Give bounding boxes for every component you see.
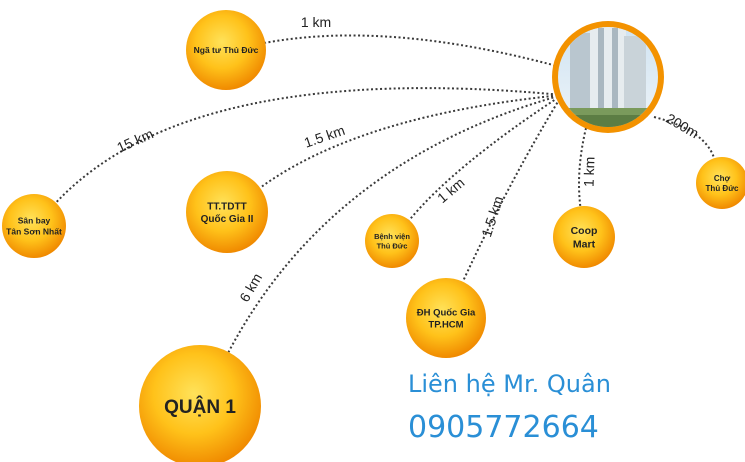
connection-line-cho-thu-duc (653, 116, 716, 159)
contact-name: Liên hệ Mr. Quân (408, 370, 611, 398)
connection-line-san-bay (55, 87, 563, 204)
distance-label-dh-quoc-gia: 1.5 km (478, 194, 506, 239)
connection-line-dh-quoc-gia (461, 94, 563, 283)
location-circle-dh-quoc-gia (406, 278, 486, 358)
contact-phone[interactable]: 0905772664 (408, 410, 599, 445)
distance-label-quan-1: 6 km (236, 270, 265, 304)
connection-line-quan-1 (227, 94, 563, 353)
distance-label-benh-vien: 1 km (434, 174, 468, 206)
location-circle-tt-tdtt (186, 171, 268, 253)
location-name-cho-thu-duc: Chợ (714, 174, 731, 183)
location-node-quan-1: QUẬN 1 (139, 345, 261, 462)
distance-label-san-bay: 15 km (114, 125, 155, 155)
location-circle-benh-vien (365, 214, 419, 268)
connection-line-benh-vien (408, 94, 563, 221)
location-name-nga-tu-thu-duc: Ngã tư Thủ Đức (194, 45, 259, 55)
location-name-benh-vien: Thủ Đức (377, 241, 408, 250)
location-name-benh-vien: Bệnh viện (374, 232, 410, 241)
location-name-tt-tdtt: TT.TDTT (207, 201, 246, 212)
location-circle-san-bay (2, 194, 66, 258)
connection-line-nga-tu-thu-duc (265, 34, 565, 69)
location-name-dh-quoc-gia: TP.HCM (428, 319, 463, 330)
hub-building (552, 21, 664, 133)
location-node-nga-tu-thu-duc: Ngã tư Thủ Đức (186, 10, 266, 90)
location-circle-coop-mart (553, 206, 615, 268)
location-name-cho-thu-duc: Thủ Đức (706, 184, 739, 193)
connection-line-tt-tdtt (259, 94, 563, 189)
location-name-san-bay: Sân bay (18, 216, 51, 226)
location-circle-cho-thu-duc (696, 157, 745, 209)
location-name-tt-tdtt: Quốc Gia II (201, 213, 254, 225)
location-name-quan-1: QUẬN 1 (164, 396, 236, 418)
location-circle-quan-1 (139, 345, 261, 462)
location-name-coop-mart: Mart (573, 238, 596, 250)
location-name-dh-quoc-gia: ĐH Quốc Gia (417, 308, 476, 319)
distance-label-cho-thu-duc: 200m (663, 110, 701, 141)
distance-label-coop-mart: 1 km (580, 156, 597, 187)
location-name-san-bay: Tân Sơn Nhất (6, 226, 62, 236)
distance-label-tt-tdtt: 1.5 km (302, 122, 347, 151)
connection-line-coop-mart (578, 127, 587, 207)
location-circle-nga-tu-thu-duc (186, 10, 266, 90)
location-name-coop-mart: Coop (571, 225, 598, 237)
distance-label-nga-tu-thu-duc: 1 km (301, 14, 331, 30)
